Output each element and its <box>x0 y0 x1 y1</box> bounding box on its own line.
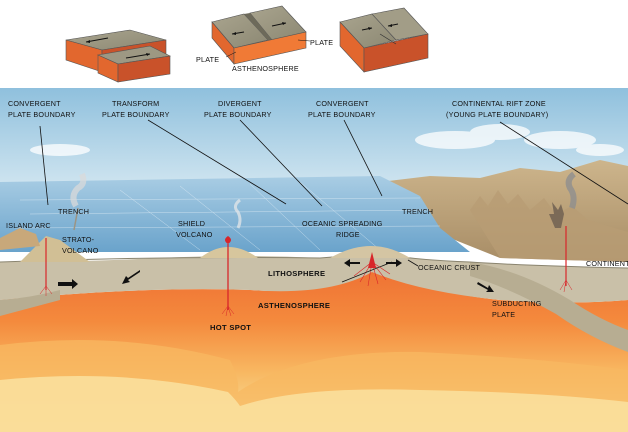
divergent-label-1: DIVERGENT <box>218 99 262 108</box>
inset-asthenosphere-label: ASTHENOSPHERE <box>232 64 299 73</box>
asthenosphere-label: ASTHENOSPHERE <box>258 301 330 310</box>
ridge-label-2: RIDGE <box>336 230 360 239</box>
ridge-label-1: OCEANIC SPREADING <box>302 219 383 228</box>
inset-convergent-block <box>339 7 429 73</box>
arrow-left-icon-ridge <box>344 259 360 267</box>
subducting-plate-label-1: SUBDUCTING <box>492 299 542 308</box>
inset-plate-left-label: PLATE <box>196 55 219 64</box>
convergent-left-label-1: CONVERGENT <box>8 99 61 108</box>
rift-volcano <box>549 202 564 228</box>
spreading-ridge <box>330 246 410 258</box>
arrow-left-icon-left <box>122 270 140 284</box>
convergent-mid-label-1: CONVERGENT <box>316 99 369 108</box>
callout-labels: CONVERGENT PLATE BOUNDARY TRANSFORM PLAT… <box>8 99 548 119</box>
rift-zone-label-2: (YOUNG PLATE BOUNDARY) <box>446 110 548 119</box>
arrow-right-icon <box>125 53 151 59</box>
trench-right-label: TRENCH <box>402 207 433 216</box>
oceanic-crust-label: OCEANIC CRUST <box>418 263 481 272</box>
rift-zone-label-1: CONTINENTAL RIFT ZONE <box>452 99 546 108</box>
convergent-left-label-2: PLATE BOUNDARY <box>8 110 76 119</box>
inset-divergent-block: PLATE PLATE ASTHENOSPHERE <box>196 5 333 73</box>
island-arc <box>0 228 40 250</box>
ocean <box>0 176 470 252</box>
subducting-plate-label-2: PLATE <box>492 310 515 319</box>
shield-volcano-label-2: VOLCANO <box>176 230 213 239</box>
inset-plate-right-label: PLATE <box>310 38 333 47</box>
arrow-right-icon-left <box>58 279 78 289</box>
strato-volcano-label-1: STRATO- <box>62 235 95 244</box>
feature-labels: TRENCH ISLAND ARC STRATO- VOLCANO SHIELD… <box>6 207 628 332</box>
strato-volcano-label-2: VOLCANO <box>62 246 99 255</box>
leader-lines <box>39 119 628 283</box>
volcano-smoke <box>70 172 87 208</box>
plate-motion-arrows <box>58 259 494 292</box>
trench-left-label: TRENCH <box>58 207 89 216</box>
strato-volcano <box>20 236 90 262</box>
island-arc-label: ISLAND ARC <box>6 221 51 230</box>
subducting-plate <box>470 262 628 352</box>
clouds <box>30 124 624 156</box>
arrow-right-icon-ridge <box>386 259 402 267</box>
transform-label-2: PLATE BOUNDARY <box>102 110 170 119</box>
main-cross-section: CONVERGENT PLATE BOUNDARY TRANSFORM PLAT… <box>0 88 628 432</box>
divergent-label-2: PLATE BOUNDARY <box>204 110 272 119</box>
inset-transform-block <box>65 29 171 83</box>
shield-volcano <box>200 247 258 258</box>
shield-volcano-label-1: SHIELD <box>178 219 205 228</box>
transform-label-1: TRANSFORM <box>112 99 159 108</box>
continent-label: CONTINENT <box>586 259 628 268</box>
lithosphere-label: LITHOSPHERE <box>268 269 325 278</box>
arrow-down-icon-subduct <box>477 282 494 292</box>
convergent-mid-label-2: PLATE BOUNDARY <box>308 110 376 119</box>
ridge-magma <box>353 261 391 287</box>
hot-spot-label: HOT SPOT <box>210 323 251 332</box>
